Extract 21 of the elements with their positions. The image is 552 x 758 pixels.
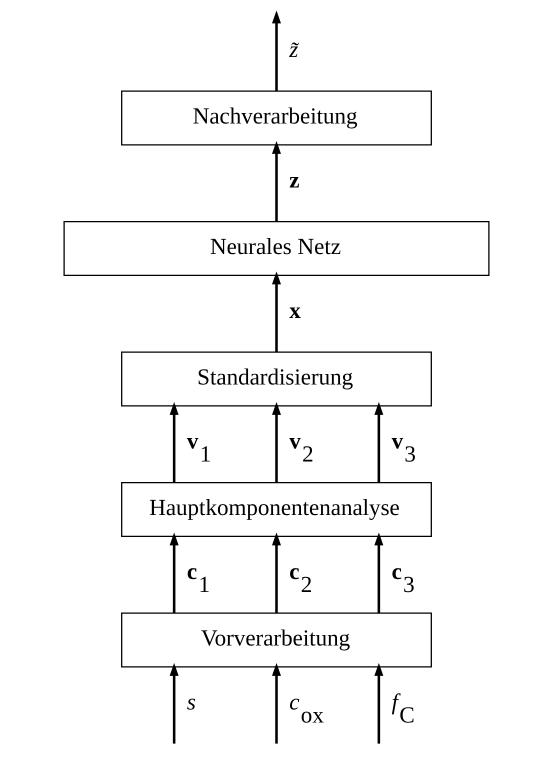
edge-label: z <box>288 166 300 193</box>
arrow <box>169 402 178 483</box>
edge-label: z̃ <box>288 36 298 62</box>
arrow <box>272 10 280 92</box>
arrow <box>272 402 280 483</box>
arrow <box>272 272 280 352</box>
edge-label: s <box>186 688 196 715</box>
arrow <box>374 532 383 614</box>
arrow <box>272 532 280 614</box>
node-box: Hauptkomponentenanalyse <box>120 482 432 537</box>
arrow <box>169 663 178 744</box>
node-box: Neurales Netz <box>62 221 490 276</box>
node-box: Standardisierung <box>120 352 432 406</box>
node-box: Vorverarbeitung <box>120 612 432 668</box>
arrow <box>374 402 383 483</box>
node-box: Nachverarbeitung <box>120 90 432 146</box>
arrow <box>272 141 280 222</box>
arrow <box>374 663 383 744</box>
arrow <box>169 532 178 614</box>
arrow <box>272 663 280 744</box>
edge-label: x <box>288 297 300 324</box>
